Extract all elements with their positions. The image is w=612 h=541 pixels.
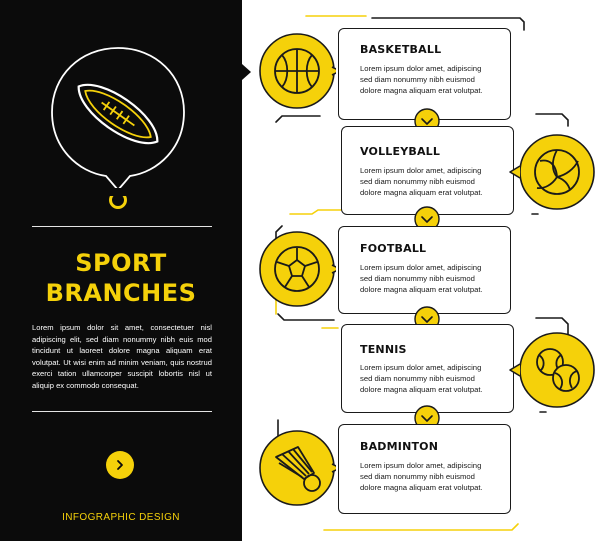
panel-pointer bbox=[242, 64, 251, 80]
shuttlecock-icon bbox=[259, 430, 336, 506]
left-panel: SPORT BRANCHES Lorem ipsum dolor sit ame… bbox=[0, 0, 242, 541]
card-title: BASKETBALL bbox=[360, 43, 442, 56]
bubble-pointer bbox=[509, 165, 521, 179]
card-title: FOOTBALL bbox=[360, 242, 427, 255]
divider-bottom bbox=[32, 411, 212, 412]
card-basketball bbox=[338, 28, 511, 120]
soccer-ball-icon bbox=[259, 231, 336, 307]
bubble-pointer bbox=[509, 363, 521, 377]
footer-label: INFOGRAPHIC DESIGN bbox=[62, 512, 180, 523]
card-volleyball bbox=[341, 126, 514, 215]
american-football-icon bbox=[51, 47, 185, 209]
title-line-2: BRANCHES bbox=[45, 279, 197, 307]
basketball-icon bbox=[259, 33, 336, 109]
next-button[interactable] bbox=[106, 451, 134, 479]
divider-top bbox=[32, 226, 212, 227]
intro-text: Lorem ipsum dolor sit amet, consectetuer… bbox=[32, 323, 212, 390]
card-title: TENNIS bbox=[360, 343, 407, 356]
card-title: VOLLEYBALL bbox=[360, 145, 441, 158]
card-tennis bbox=[341, 324, 514, 413]
volleyball-icon bbox=[519, 134, 595, 210]
card-football bbox=[338, 226, 511, 314]
tennis-balls-icon bbox=[519, 332, 595, 408]
card-badminton bbox=[338, 424, 511, 514]
chevron-right-icon bbox=[117, 460, 123, 470]
title-line-1: SPORT bbox=[75, 249, 167, 277]
card-title: BADMINTON bbox=[360, 440, 439, 453]
